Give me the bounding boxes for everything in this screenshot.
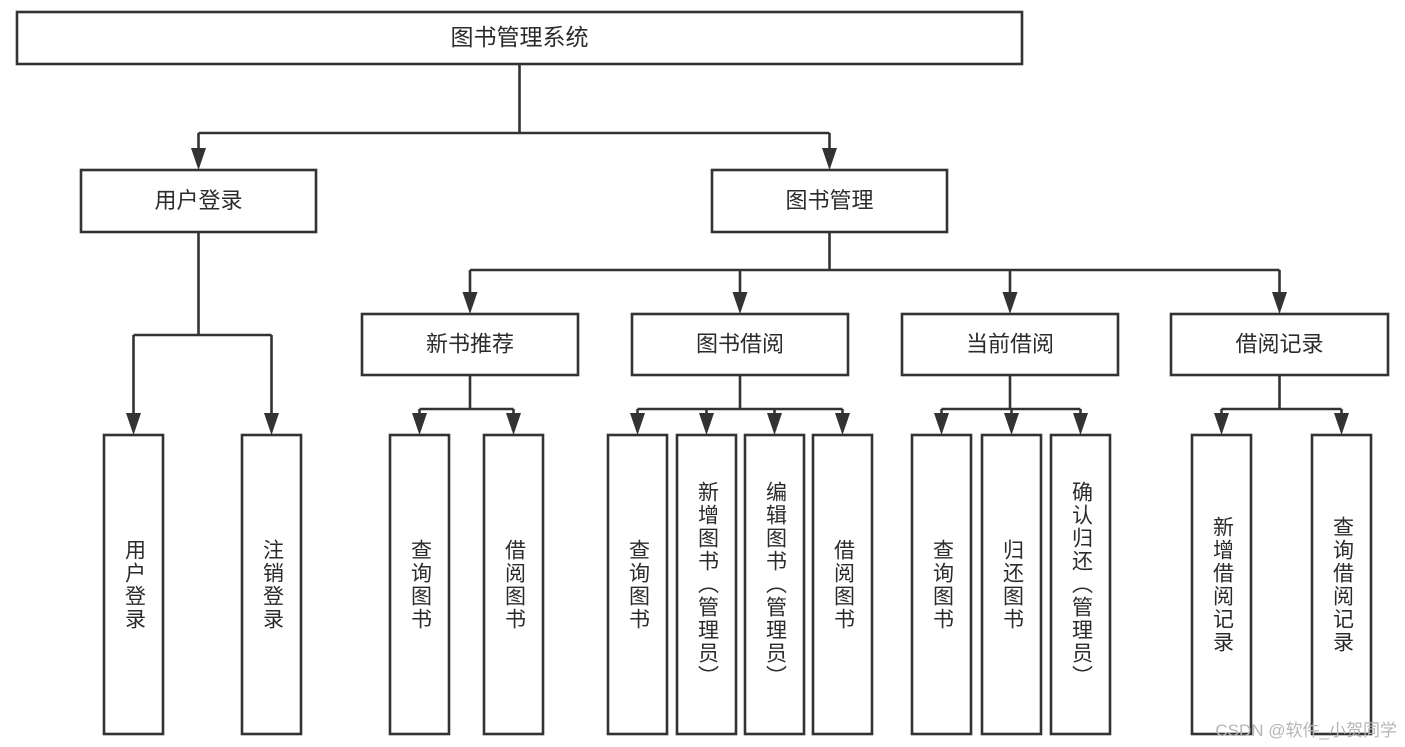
node-box[interactable] [900,312,1120,377]
node-box[interactable] [482,433,545,736]
node-book-manage[interactable] [710,168,949,234]
node-box[interactable] [910,433,973,736]
node-box[interactable] [240,433,303,736]
node-box[interactable] [1310,433,1373,736]
node-label-text: 用户登录 [154,188,242,213]
node-label-text: 新书推荐 [426,331,514,356]
node-box[interactable] [811,433,874,736]
node-box[interactable] [630,312,850,377]
node-root[interactable] [15,10,1024,66]
connector-arrowhead [462,292,478,314]
connector-arrowhead [1002,292,1018,314]
node-leaf-query-record[interactable] [1310,433,1373,736]
node-current-borrow[interactable] [900,312,1120,377]
node-leaf-add-book[interactable] [675,433,738,736]
node-box[interactable] [980,433,1043,736]
node-box[interactable] [1190,433,1253,736]
node-box[interactable] [388,433,451,736]
node-label-text: 图书管理 [785,188,873,213]
connector-arrowhead [767,413,782,435]
connector-arrowhead [1334,413,1349,435]
connector-arrowhead [934,413,949,435]
connector-arrowhead [732,292,748,314]
node-book-borrow[interactable] [630,312,850,377]
connector-arrowhead [822,148,837,170]
node-box[interactable] [15,10,1024,66]
connector-arrowhead [264,413,279,435]
node-label-text: 当前借阅 [966,331,1054,356]
connector-arrowhead [1004,413,1019,435]
node-box[interactable] [102,433,165,736]
node-user-login[interactable] [79,168,318,234]
node-box[interactable] [1049,433,1112,736]
connector-arrowhead [126,413,141,435]
node-label-text: 图书借阅 [696,331,784,356]
node-leaf-query-book-1[interactable] [388,433,451,736]
node-box[interactable] [1169,312,1390,377]
node-leaf-return-book[interactable] [980,433,1043,736]
connector-arrowhead [412,413,427,435]
connector-arrowhead [699,413,714,435]
node-box[interactable] [675,433,738,736]
connector-arrowhead [191,148,206,170]
node-leaf-logout[interactable] [240,433,303,736]
node-leaf-edit-book[interactable] [743,433,806,736]
node-new-book-rec[interactable] [360,312,580,377]
node-leaf-borrow-book-1[interactable] [482,433,545,736]
connector-arrowhead [630,413,645,435]
node-leaf-query-book-2[interactable] [606,433,669,736]
node-leaf-borrow-book-2[interactable] [811,433,874,736]
node-leaf-confirm-return[interactable] [1049,433,1112,736]
node-box[interactable] [606,433,669,736]
connector-arrowhead [835,413,850,435]
node-leaf-user-login[interactable] [102,433,165,736]
node-box[interactable] [710,168,949,234]
node-label-text: 借阅记录 [1235,331,1323,356]
node-box-layer [15,10,1390,736]
connector-arrowhead [506,413,521,435]
node-leaf-query-book-3[interactable] [910,433,973,736]
node-borrow-record[interactable] [1169,312,1390,377]
connector-arrowhead [1214,413,1229,435]
node-box[interactable] [360,312,580,377]
node-label-text: 图书管理系统 [451,24,589,50]
node-box[interactable] [743,433,806,736]
connector-arrowhead [1272,292,1287,314]
node-leaf-add-record[interactable] [1190,433,1253,736]
connector-arrowhead [1073,413,1088,435]
connector-layer [126,64,1349,435]
node-box[interactable] [79,168,318,234]
